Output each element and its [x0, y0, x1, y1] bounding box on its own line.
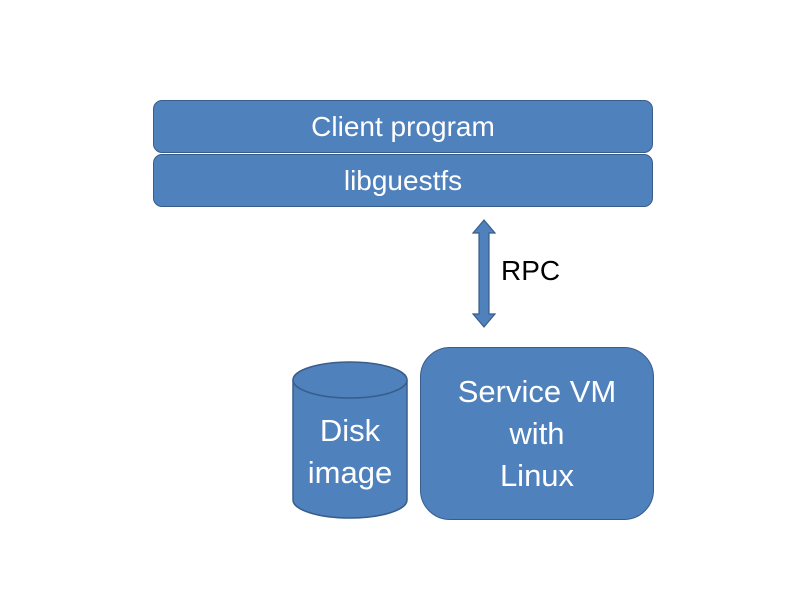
disk-label-line1: Disk — [319, 413, 381, 448]
libguestfs-box: libguestfs — [153, 154, 653, 207]
service-vm-line1: Service VM — [457, 373, 617, 409]
service-vm-line3: Linux — [499, 457, 575, 493]
service-vm-box: Service VM with Linux — [420, 347, 654, 520]
disk-cylinder-icon — [292, 361, 408, 519]
rpc-label: RPC — [501, 255, 561, 286]
libguestfs-label: libguestfs — [343, 164, 463, 196]
disk-image-label: Disk image — [293, 410, 407, 494]
disk-label-line2: image — [307, 455, 393, 490]
service-vm-line2: with — [509, 415, 565, 451]
rpc-arrow — [471, 219, 497, 328]
client-program-label: Client program — [311, 110, 495, 142]
client-program-box: Client program — [153, 100, 653, 153]
